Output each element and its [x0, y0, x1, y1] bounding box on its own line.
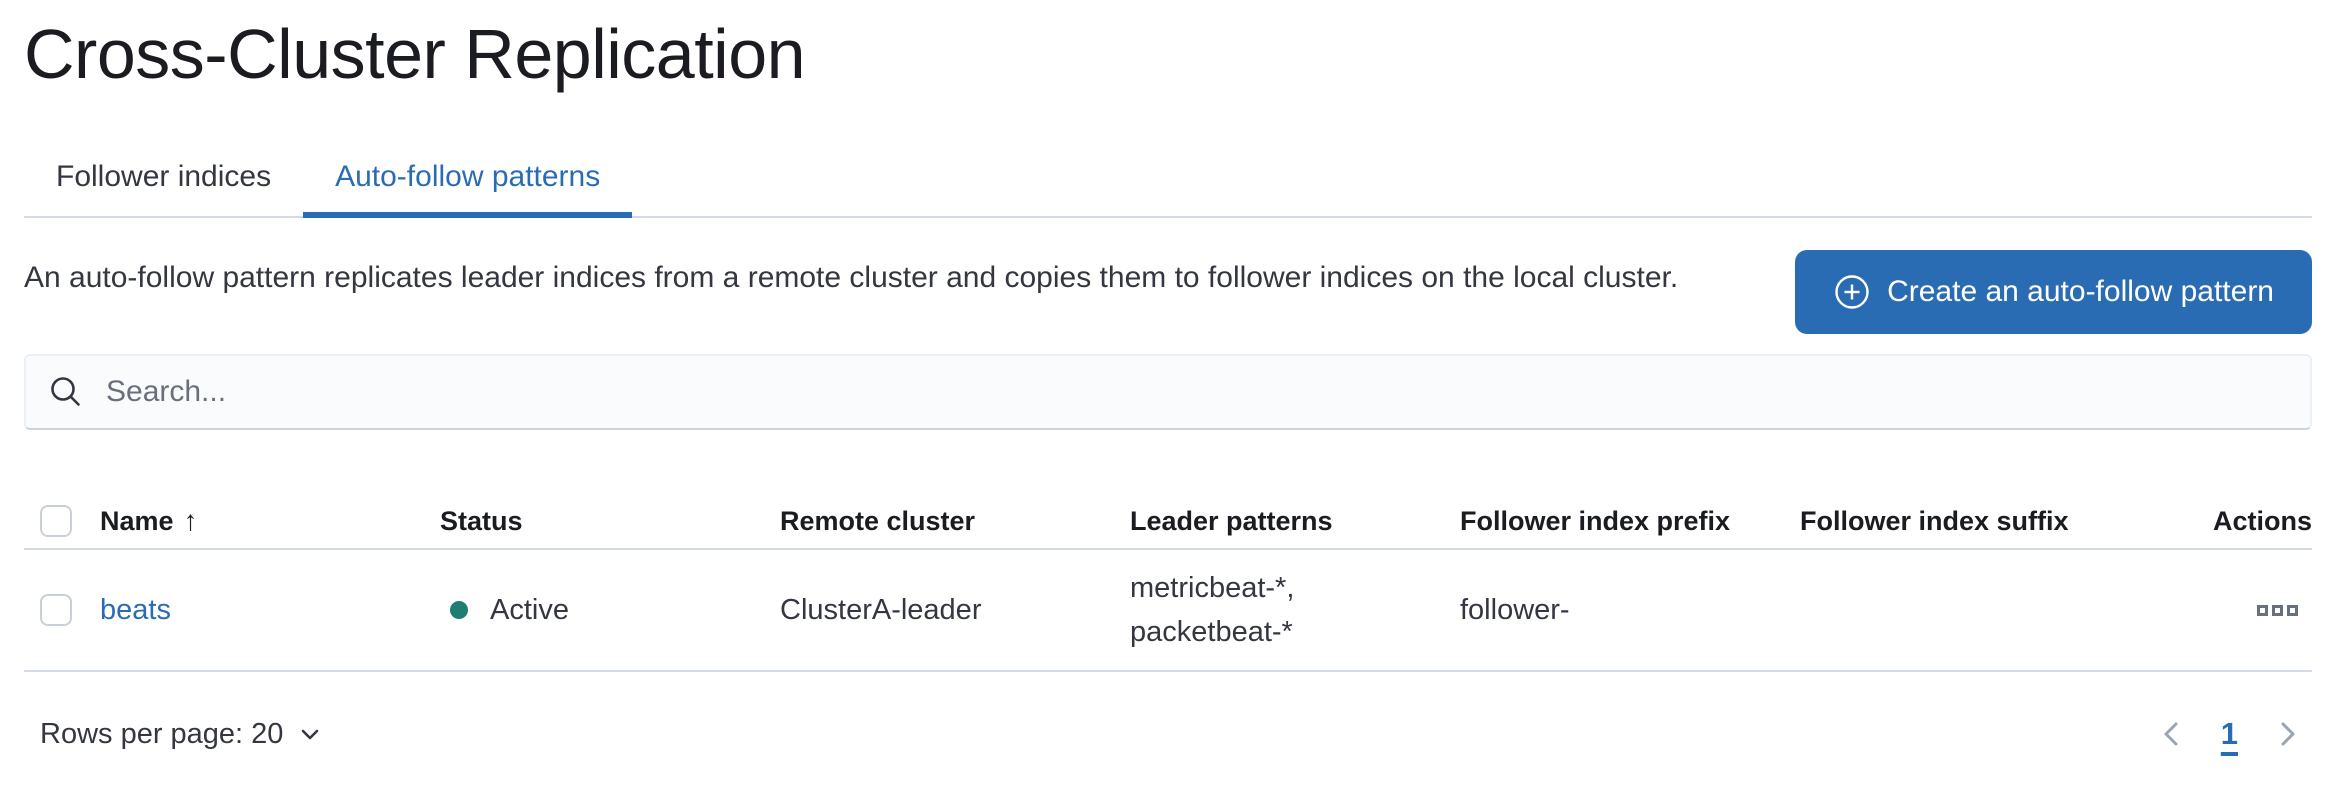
- page-number-1[interactable]: 1: [2220, 716, 2238, 751]
- column-header-actions: Actions: [2212, 505, 2312, 536]
- create-button-label: Create an auto-follow pattern: [1887, 275, 2274, 308]
- follower-index-prefix-cell: follower-: [1460, 593, 1570, 626]
- pattern-name-link[interactable]: beats: [100, 593, 171, 626]
- row-select-cell: [24, 594, 100, 626]
- sort-ascending-icon: ↑: [183, 505, 198, 536]
- page-title: Cross-Cluster Replication: [24, 15, 806, 93]
- table-header-row: Name↑ Status Remote cluster Leader patte…: [24, 494, 2312, 550]
- leader-patterns-cell: metricbeat-*, packetbeat-*: [1130, 566, 1460, 654]
- column-header-name[interactable]: Name↑: [100, 505, 198, 536]
- all-actions-boxes-icon[interactable]: [2257, 605, 2298, 617]
- table-footer: Rows per page: 20 1: [24, 716, 2312, 752]
- page-description: An auto-follow pattern replicates leader…: [24, 261, 1679, 294]
- actions-cell: [2140, 594, 2312, 627]
- next-page-chevron-icon[interactable]: [2272, 717, 2302, 751]
- remote-cluster-cell: ClusterA-leader: [780, 593, 982, 626]
- plus-in-circle-icon: [1833, 273, 1871, 311]
- leader-pattern-line: metricbeat-*,: [1130, 572, 1295, 604]
- status-cell: Active: [440, 594, 780, 627]
- cross-cluster-replication-page: Cross-Cluster Replication Follower indic…: [24, 15, 2312, 752]
- column-header-remote-cluster: Remote cluster: [780, 505, 976, 536]
- column-header-follower-index-prefix: Follower index prefix: [1460, 505, 1731, 536]
- create-auto-follow-pattern-button[interactable]: Create an auto-follow pattern: [1795, 250, 2312, 334]
- chevron-down-icon: [297, 721, 323, 747]
- column-header-status: Status: [440, 505, 523, 536]
- column-header-follower-index-suffix: Follower index suffix: [1800, 505, 2069, 536]
- auto-follow-patterns-table: Name↑ Status Remote cluster Leader patte…: [24, 494, 2312, 672]
- row-checkbox[interactable]: [40, 594, 72, 626]
- status-active-dot-icon: [450, 601, 468, 619]
- tab-follower-indices-label: Follower indices: [56, 160, 272, 193]
- select-all-checkbox[interactable]: [40, 505, 72, 537]
- name-cell: beats: [100, 594, 440, 627]
- status-label: Active: [490, 593, 569, 626]
- pagination: 1: [2157, 716, 2312, 752]
- description-row: An auto-follow pattern replicates leader…: [24, 250, 2312, 334]
- tab-auto-follow-patterns-label: Auto-follow patterns: [335, 160, 601, 193]
- tab-follower-indices[interactable]: Follower indices: [24, 138, 303, 216]
- tab-bar: Follower indices Auto-follow patterns: [24, 138, 2312, 218]
- search-box: [24, 354, 2312, 430]
- column-header-leader-patterns: Leader patterns: [1130, 505, 1333, 536]
- rows-per-page-button[interactable]: Rows per page: 20: [24, 718, 323, 751]
- tab-auto-follow-patterns[interactable]: Auto-follow patterns: [303, 138, 633, 218]
- leader-pattern-line: packetbeat-*: [1130, 616, 1293, 648]
- search-input[interactable]: [106, 375, 2288, 409]
- rows-per-page-label: Rows per page: 20: [40, 717, 284, 750]
- table-row: beats Active ClusterA-leader metricbeat-…: [24, 550, 2312, 672]
- previous-page-chevron-icon[interactable]: [2157, 717, 2187, 751]
- select-all-cell: [24, 505, 100, 537]
- search-icon: [48, 374, 84, 410]
